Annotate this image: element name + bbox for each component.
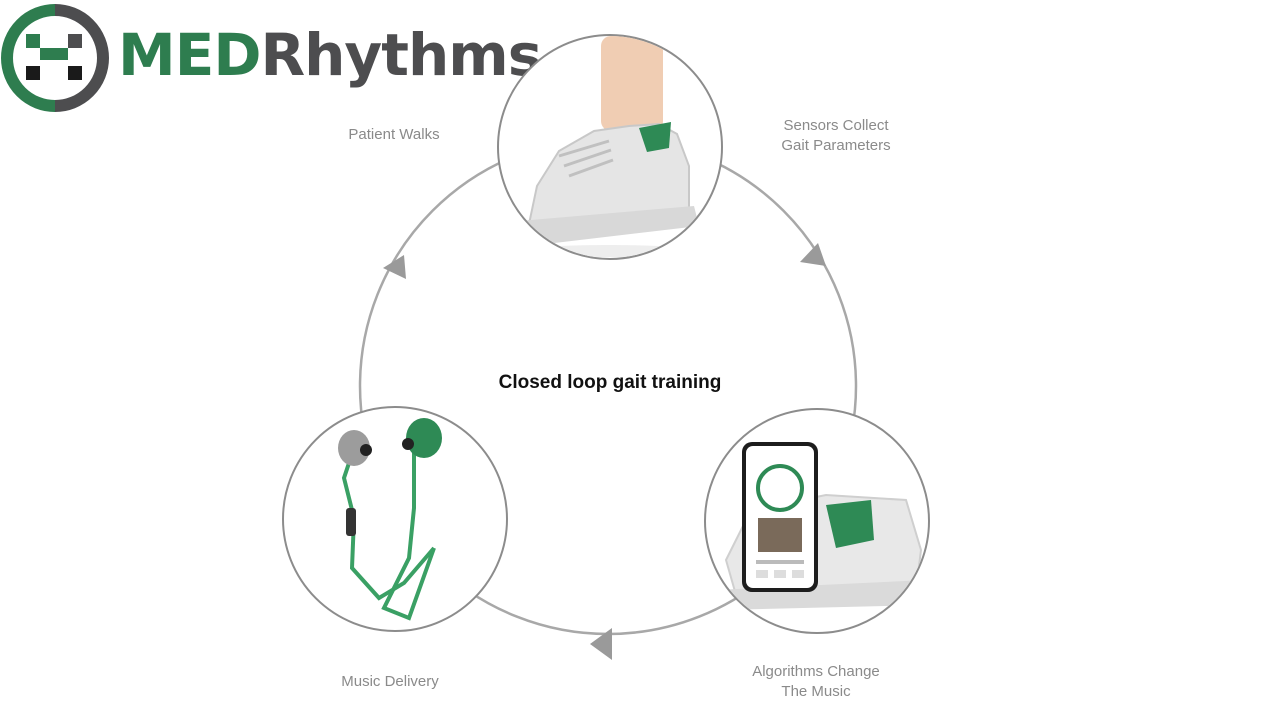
label-line: Music Delivery — [341, 673, 439, 690]
earbuds-photo — [282, 406, 508, 632]
logo-wordmark: MEDRhythms — [118, 26, 542, 84]
step-label-algorithms-change: Algorithms Change The Music — [730, 662, 902, 702]
arrow-bottom-icon — [590, 628, 612, 660]
shoe-photo — [497, 34, 723, 260]
logo-med-text: MED — [118, 21, 261, 89]
logo-rhythms-text: Rhythms — [260, 21, 542, 89]
step-label-patient-walks: Patient Walks — [324, 125, 464, 145]
label-line: Gait Parameters — [781, 137, 891, 154]
logo-mark-icon — [1, 4, 109, 112]
step-label-sensors-collect: Sensors Collect Gait Parameters — [756, 116, 916, 156]
arrow-right-icon — [800, 243, 826, 266]
arrow-left-icon — [383, 255, 406, 279]
label-line: Patient Walks — [348, 126, 440, 143]
label-line: The Music — [781, 683, 851, 700]
label-line: Algorithms Change — [752, 663, 880, 680]
step-label-music-delivery: Music Delivery — [320, 672, 460, 692]
label-line: Sensors Collect — [783, 117, 889, 134]
diagram-title: Closed loop gait training — [498, 372, 722, 393]
app-sensor-photo — [704, 408, 930, 634]
medrhythms-logo: MEDRhythms — [0, 4, 542, 112]
